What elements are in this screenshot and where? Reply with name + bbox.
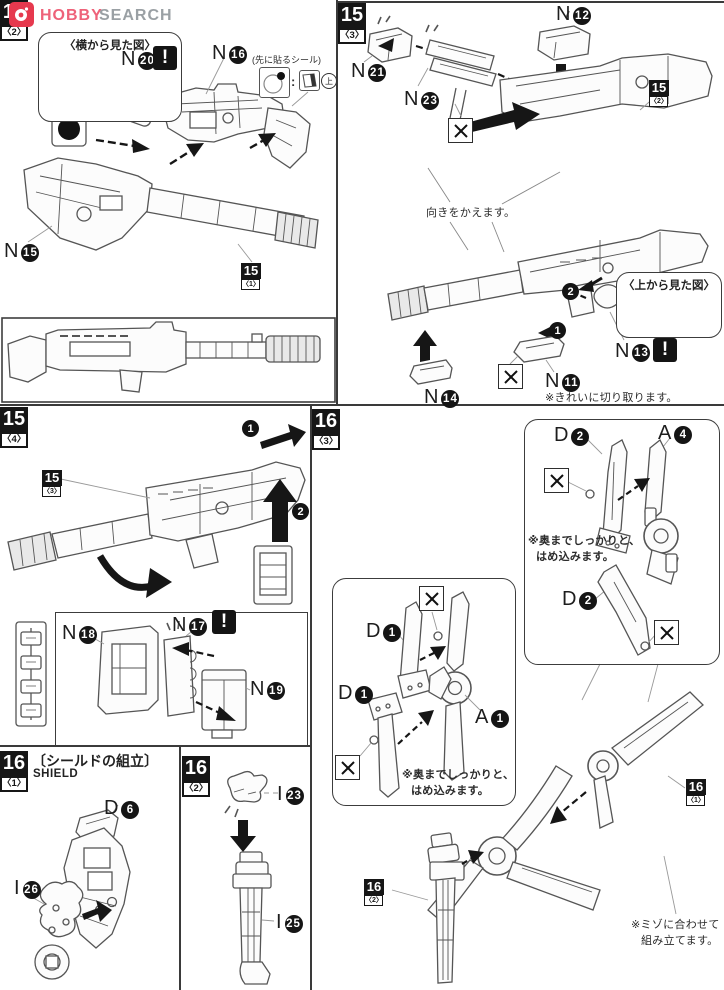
divider [338, 1, 724, 3]
divider [336, 0, 338, 406]
ref-badge-15-2: 15 〈2〉 [649, 80, 669, 107]
turn-note: 向きをかえます。 [426, 207, 516, 219]
sticker-sample-icon [259, 67, 290, 98]
top-view-label: 〈上から見た図〉 [623, 280, 715, 292]
ref-badge-16-1: 16 〈1〉 [686, 779, 706, 806]
nipper-icon [448, 118, 473, 143]
fit-note-2-line2: はめ込みます。 [411, 785, 489, 797]
warning-icon: ! [653, 338, 677, 362]
sticker-piece-icon [299, 70, 320, 91]
divider [310, 404, 312, 990]
cut-note: ※きれいに切り取ります。 [545, 392, 678, 404]
divider [0, 404, 724, 406]
warning-icon: ! [212, 610, 236, 634]
inset-box-right [524, 419, 720, 665]
fit-note-1-line1: ※奥までしっかりと、 [528, 535, 641, 547]
side-view-label: 〈横から見た図〉 [64, 40, 156, 52]
sticker-note: (先に貼るシール) [252, 55, 321, 65]
warning-icon: ! [153, 46, 177, 70]
divider [179, 745, 181, 990]
art-panel-15-2 [1, 57, 336, 403]
art-panel-16-1 [29, 804, 131, 980]
art-panel-15-4 [7, 424, 306, 739]
nipper-icon [498, 364, 523, 389]
hobby-search-logo-icon [9, 2, 34, 27]
divider [0, 745, 311, 747]
step-badge-16-2: 16 〈2〉 [182, 756, 210, 797]
fit-note-1-line2: はめ込みます。 [536, 551, 614, 563]
sticker-mark-top: 上 [321, 73, 337, 89]
top-view-box: 〈上から見た図〉 [616, 272, 722, 338]
ref-badge-15-1: 15 〈1〉 [241, 263, 261, 290]
order-step-1: 1 [549, 322, 566, 339]
groove-note-line2: 組み立てます。 [641, 935, 719, 947]
fit-note-2-line1: ※奥までしっかりと、 [402, 769, 515, 781]
step-badge-15-4: 15 〈4〉 [0, 407, 28, 448]
side-view-box: 〈横から見た図〉 [38, 32, 182, 122]
art-panel-16-3 [359, 437, 704, 984]
hobby-search-watermark-search: SEARCH [99, 7, 173, 24]
nipper-icon [419, 586, 444, 611]
groove-note-line1: ※ミゾに合わせて [631, 919, 720, 931]
step-badge-15-3: 15 〈3〉 [338, 3, 366, 44]
sticker-colon: : [291, 74, 296, 89]
order-step-1: 1 [242, 420, 259, 437]
shield-title-en: SHIELD [33, 768, 79, 780]
shield-title-jp: 〔シールドの組立〕 [32, 753, 158, 769]
inset-box-left [332, 578, 516, 806]
sub-assembly-box [55, 612, 308, 746]
ref-badge-15-3: 15 〈3〉 [42, 470, 62, 497]
order-step-2: 2 [292, 503, 309, 520]
ref-badge-16-2: 16 〈2〉 [364, 879, 384, 906]
nipper-icon [335, 755, 360, 780]
art-panel-16-2 [224, 770, 278, 985]
hobby-search-watermark-hobby: HOBBY [40, 7, 103, 24]
nipper-icon [654, 620, 679, 645]
order-step-2: 2 [562, 283, 579, 300]
step-badge-16-3: 16 〈3〉 [312, 409, 340, 450]
step-badge-16-1: 16 〈1〉 [0, 751, 28, 792]
nipper-icon [544, 468, 569, 493]
